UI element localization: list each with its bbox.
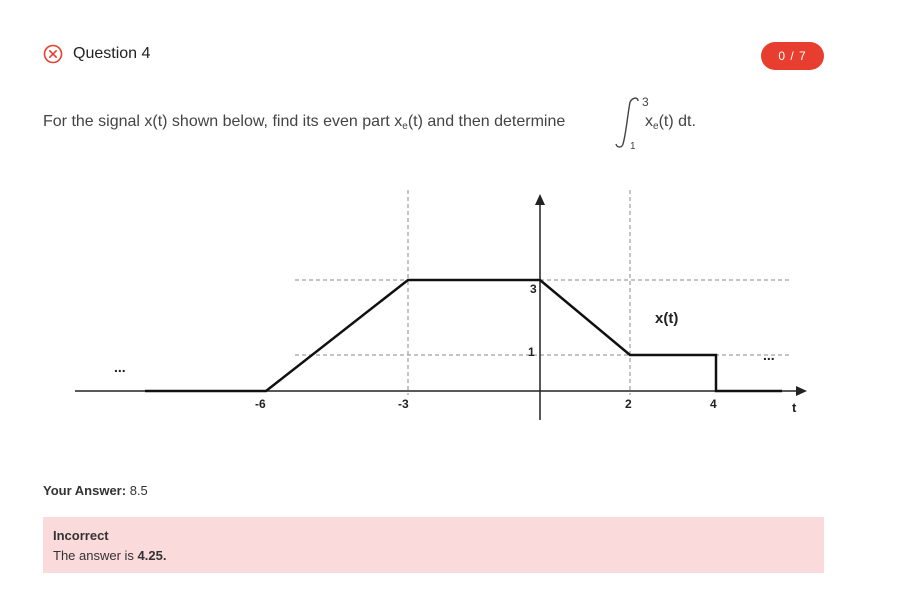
integral-lower-limit: 1 (630, 141, 636, 152)
feedback-message: The answer is (53, 548, 134, 563)
ellipsis-left: ... (114, 359, 126, 375)
amplitude-axis-arrow (535, 194, 545, 205)
correct-answer-value: 4.25. (137, 548, 167, 563)
your-answer: Your Answer: 8.5 (43, 483, 148, 498)
your-answer-label: Your Answer: (43, 483, 127, 498)
prompt-subscript: e (402, 121, 408, 132)
tick-label-neg6: -6 (255, 397, 266, 411)
integrand-rest: (t) dt. (658, 113, 696, 130)
signal-figure: -6 -3 2 4 3 1 x(t) t ... ... (75, 190, 807, 420)
feedback-title: Incorrect (53, 528, 109, 543)
integral-sign: 3 1 (615, 95, 649, 152)
incorrect-circle-x-icon (43, 44, 63, 64)
signal-label: x(t) (655, 310, 678, 327)
axis-label-t: t (792, 400, 797, 415)
feedback-text: The answer is 4.25. (53, 548, 166, 563)
tick-label-neg3: -3 (398, 397, 409, 411)
prompt-text-after: (t) and then determine (407, 113, 566, 130)
signal-curve (145, 278, 782, 393)
question-prompt: For the signal x(t) shown below, find it… (43, 113, 565, 132)
question-title: Question 4 (73, 45, 151, 62)
integral-upper-limit: 3 (642, 95, 649, 109)
score-badge: 0 / 7 (761, 42, 824, 70)
integrand: xe(t) dt. (645, 113, 696, 132)
integrand-var: x (645, 113, 653, 130)
prompt-text: For the signal x(t) shown below, find it… (43, 113, 403, 130)
tick-label-2: 2 (625, 397, 632, 411)
integrand-subscript: e (653, 121, 659, 132)
tick-label-3: 3 (530, 282, 537, 296)
feedback-box: Incorrect The answer is 4.25. (43, 517, 824, 573)
time-axis-arrow (796, 386, 807, 396)
tick-label-1: 1 (528, 345, 535, 359)
question-header: Question 4 (43, 44, 150, 64)
your-answer-value: 8.5 (129, 483, 148, 498)
tick-label-4: 4 (710, 397, 717, 411)
ellipsis-right: ... (763, 347, 775, 363)
